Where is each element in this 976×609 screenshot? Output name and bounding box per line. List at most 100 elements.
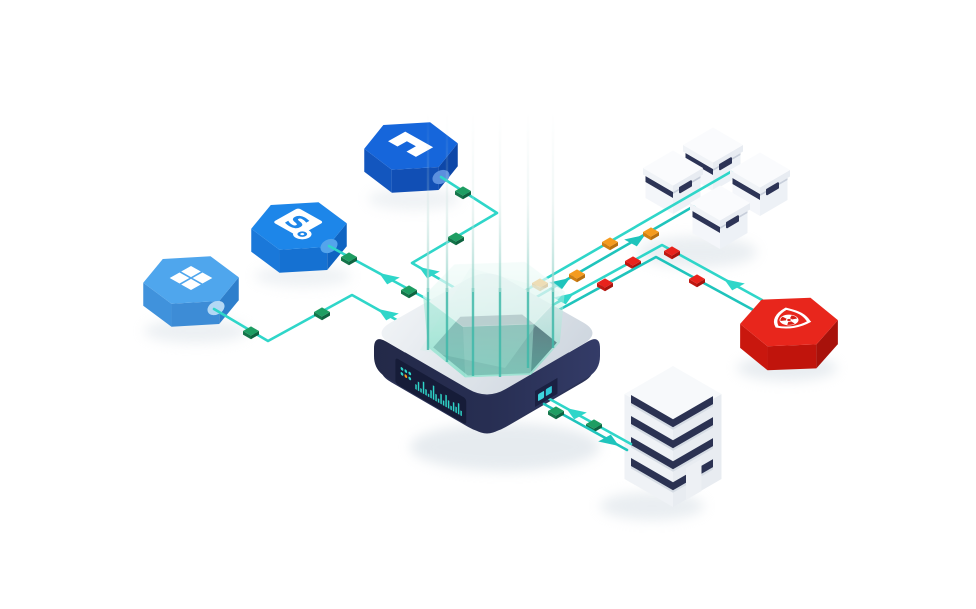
waveform-bar: [417, 381, 420, 392]
flow-arrow: [566, 408, 587, 420]
screen-dot: [400, 372, 404, 376]
green-data-packet: [548, 406, 564, 416]
waveform-bar: [427, 393, 430, 398]
sharepoint-node: S: [251, 202, 347, 273]
green-data-packet: [401, 285, 417, 295]
flow-arrow: [419, 267, 440, 279]
platform-to-threat-b-connection: [544, 255, 759, 319]
waveform-bar: [447, 400, 450, 409]
server-tower-node: [624, 366, 722, 507]
red-data-packet: [689, 274, 705, 284]
red-data-packet: [664, 246, 680, 256]
waveform-bar: [415, 384, 417, 390]
hologram-hexagon: [420, 261, 566, 378]
waveform-bar: [445, 394, 447, 408]
flow-arrow: [724, 279, 745, 291]
platform-to-server-up-connection: [544, 395, 633, 446]
waveform-bar: [457, 402, 460, 415]
light-beam-inner: [551, 288, 555, 348]
waveform-bar: [440, 393, 442, 405]
lid-gap: [645, 176, 673, 198]
light-beam-inner: [526, 288, 530, 368]
flow-arrow: [598, 434, 619, 446]
handle-slot: [719, 157, 732, 171]
light-beam: [445, 112, 449, 292]
platform-to-server-down-connection: [542, 402, 629, 452]
light-beam: [498, 112, 502, 292]
windows-file-share-side: [143, 282, 172, 327]
handle-slot: [679, 180, 692, 194]
waveform-bar: [437, 398, 440, 404]
file-server-share-side: [364, 148, 392, 193]
sharepoint-icon: S: [274, 208, 323, 240]
orange-data-packet: [569, 269, 585, 279]
green-data-packet: [341, 252, 357, 262]
green-data-packet: [243, 326, 259, 336]
server-vent: [631, 395, 713, 428]
waveform-bar: [455, 406, 457, 414]
light-beams: [426, 112, 555, 292]
green-data-packet: [314, 307, 330, 317]
flow-arrow: [379, 273, 400, 285]
waveform-bar: [452, 401, 455, 412]
light-beam: [471, 112, 475, 292]
archive-box-front: [690, 185, 750, 249]
file-server-share-node: [364, 122, 458, 193]
light-beam-inner: [471, 288, 475, 376]
light-beam-inner: [498, 288, 502, 377]
file-server-share-top: [364, 122, 458, 170]
shadow: [410, 423, 600, 471]
archive-box-back: [683, 127, 743, 191]
sharepoint-to-platform-connection: [327, 244, 438, 306]
red-data-packet: [597, 278, 613, 288]
green-data-packet: [586, 419, 602, 429]
sharepoint-side: [279, 247, 328, 273]
platform-to-archive-b-connection: [526, 200, 703, 304]
light-beam: [526, 112, 530, 292]
archive-box-right: [730, 152, 790, 216]
waveform-bar: [420, 387, 422, 393]
waveform-bar: [422, 381, 425, 395]
server-door: [686, 459, 702, 500]
windows-file-share-node: [143, 256, 239, 327]
screen-dot: [408, 371, 412, 376]
screen-dot: [400, 367, 404, 371]
green-data-packet: [455, 186, 471, 196]
orange-data-packet: [602, 237, 618, 247]
lid-gap: [732, 178, 760, 200]
file-server-share-side: [391, 167, 439, 193]
waveform-bar: [432, 385, 435, 401]
handle-slot: [726, 215, 739, 229]
threat-detection-node: [740, 297, 838, 371]
connection-line: [212, 293, 404, 343]
windows-file-share-side: [219, 277, 239, 325]
waveform-bar: [430, 389, 432, 399]
threat-detection-side: [767, 344, 817, 371]
waveform-bar: [442, 400, 445, 406]
windows-to-platform-connection: [212, 293, 404, 343]
waveform-bar: [460, 410, 462, 417]
shadow: [368, 188, 460, 210]
light-beam: [551, 112, 555, 292]
orange-data-packet: [643, 227, 659, 237]
waveform-bar: [450, 405, 452, 411]
connection-line: [544, 255, 759, 319]
sharepoint-side: [327, 223, 347, 271]
screen-dot: [404, 369, 408, 373]
red-data-packet: [625, 256, 641, 266]
data-port: [535, 377, 558, 407]
sharepoint-side: [251, 228, 280, 273]
screen-dot: [404, 374, 408, 378]
screen-dot: [408, 376, 412, 381]
green-data-packet: [448, 232, 464, 242]
light-beam-inner: [426, 288, 430, 350]
waveform-bar: [425, 388, 427, 396]
threat-detection-side: [740, 323, 768, 371]
light-beam: [426, 112, 430, 292]
server-vent: [631, 437, 713, 470]
waveform-bar: [435, 393, 437, 402]
connection-line: [519, 168, 736, 295]
lid-gap: [692, 211, 720, 233]
